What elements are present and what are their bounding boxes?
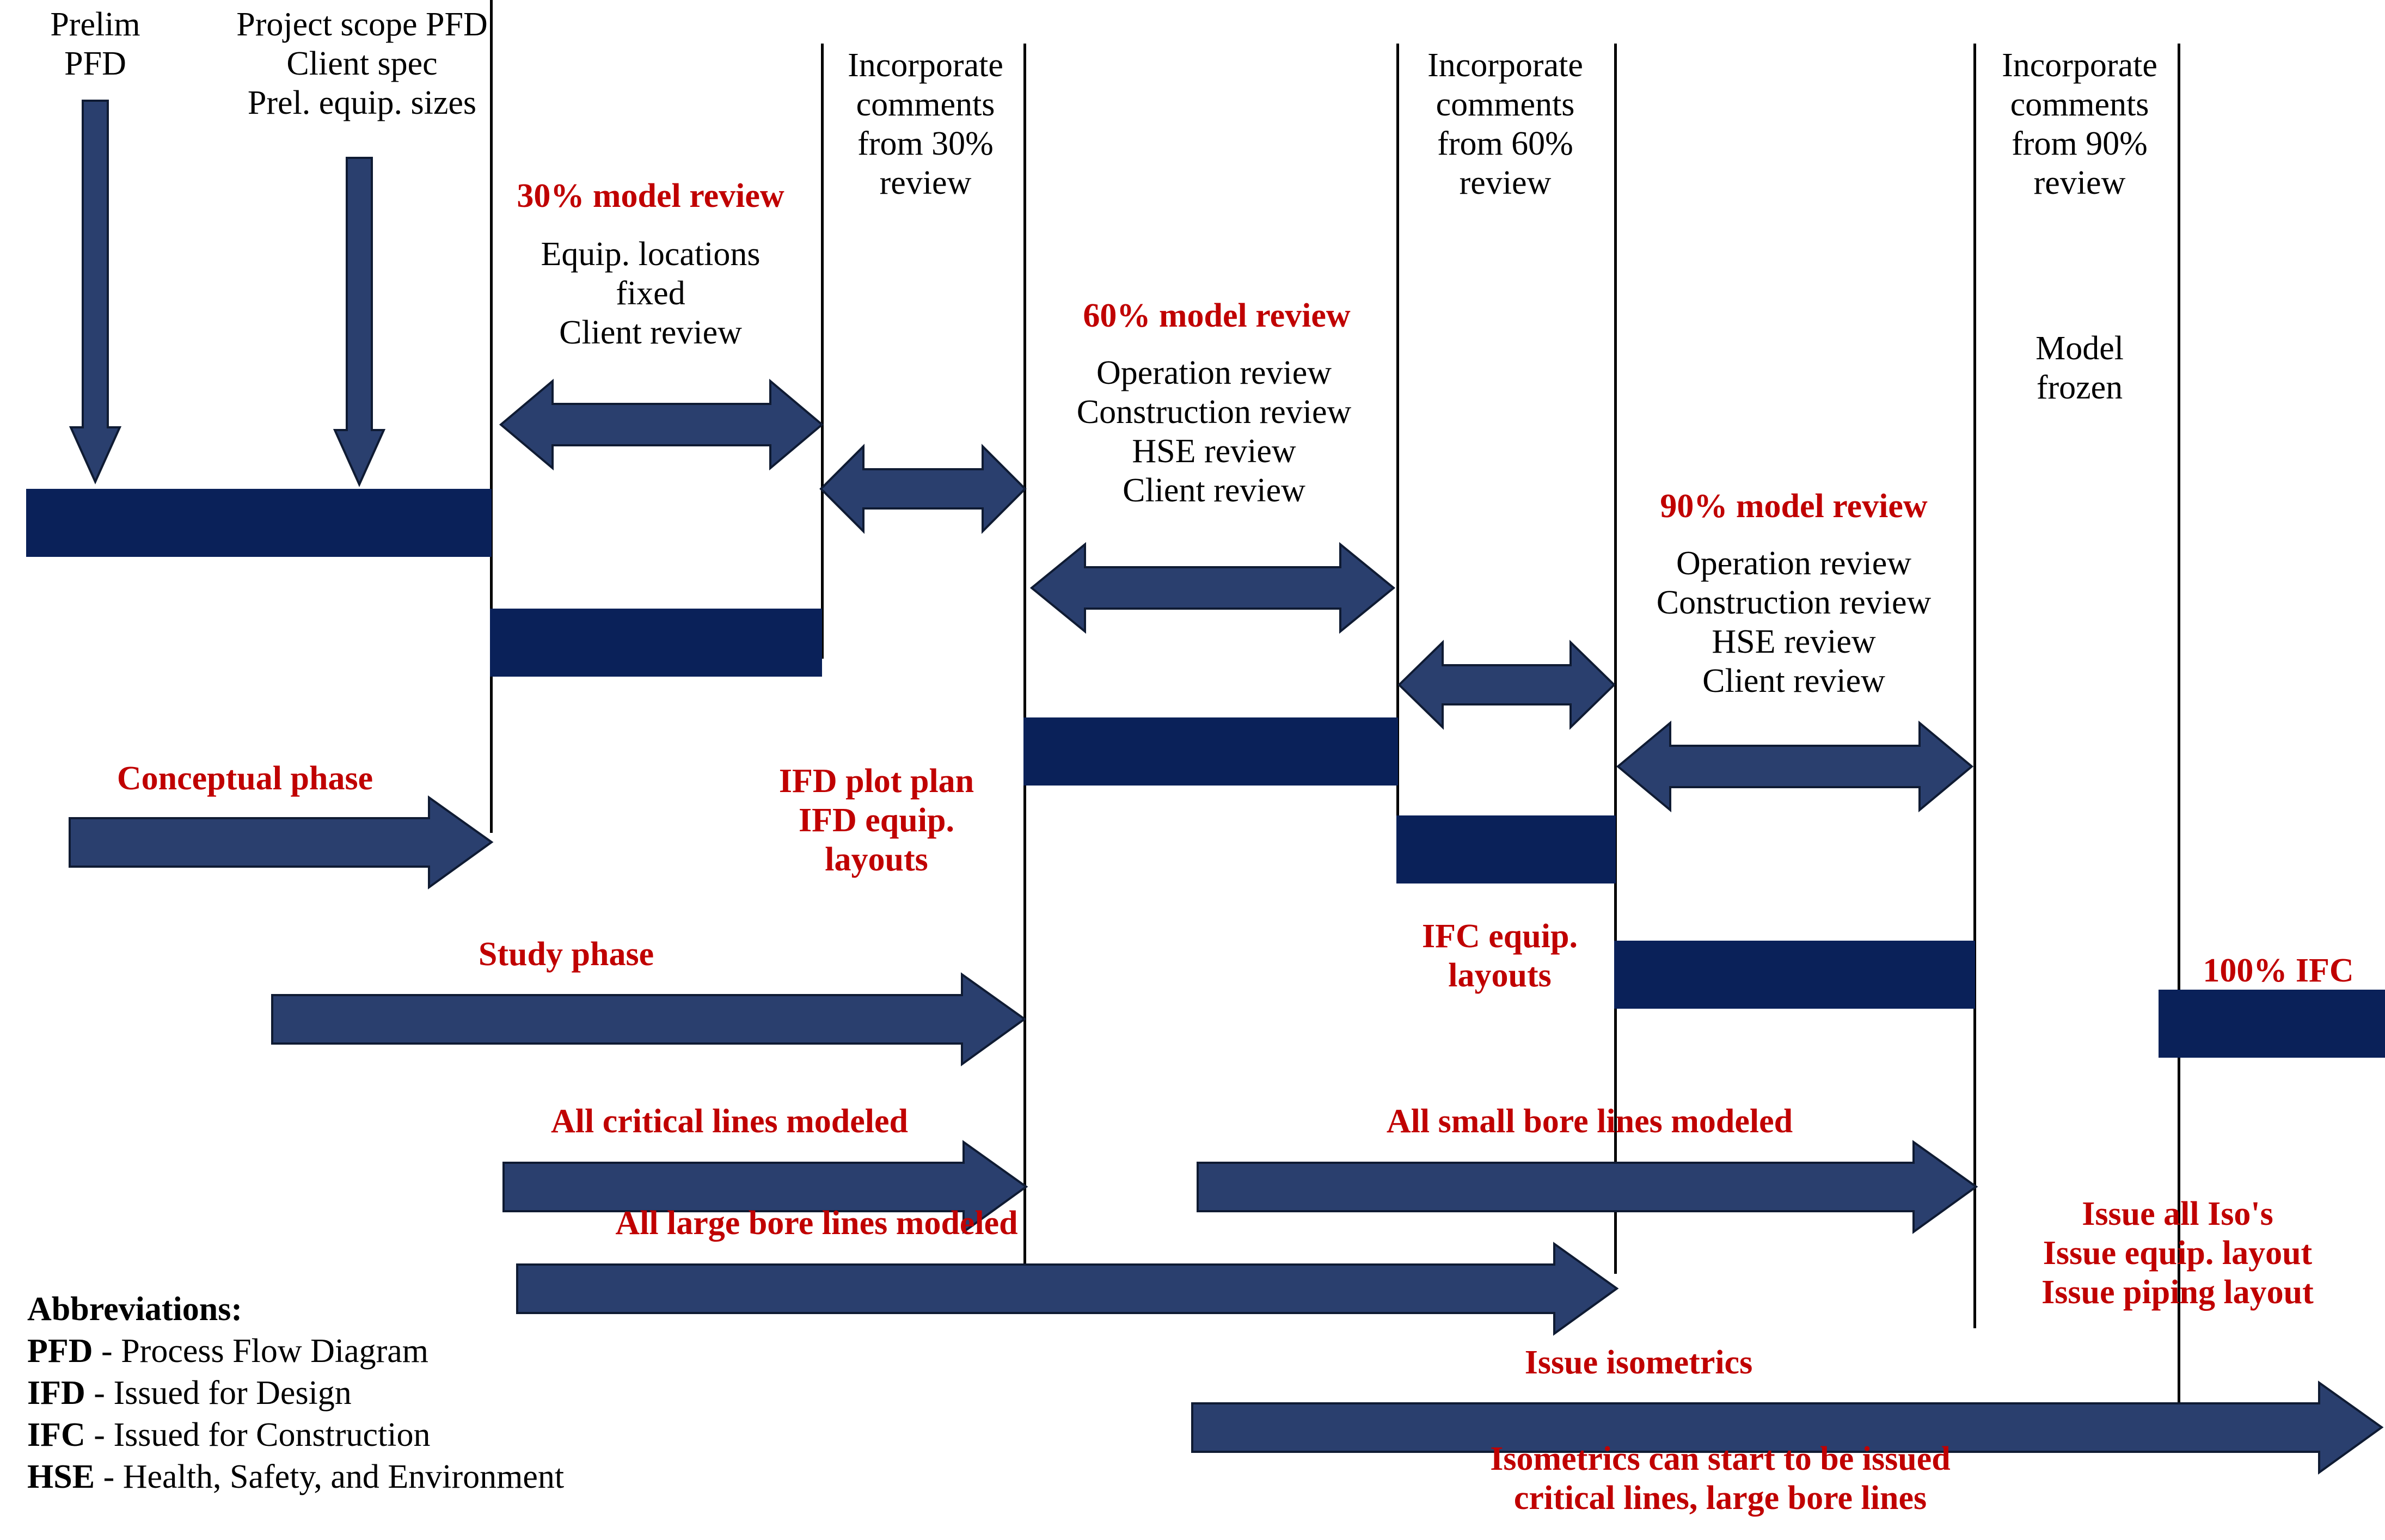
bar-conceptual-block xyxy=(26,489,492,557)
bar-90-block xyxy=(1396,815,1616,883)
label-model-frozen: Model frozen xyxy=(2035,330,2124,406)
milestone-line-90-right xyxy=(1973,44,1976,1328)
label-issue-block: Issue all Iso's Issue equip. layout Issu… xyxy=(2041,1195,2314,1311)
abbreviation-key: IFC xyxy=(27,1416,85,1453)
abbreviation-value: Issued for Construction xyxy=(113,1416,431,1453)
abbreviation-key: IFD xyxy=(27,1375,85,1412)
label-small-bore-lines: All small bore lines modeled xyxy=(1386,1103,1793,1140)
abbreviations-heading: Abbreviations: xyxy=(27,1290,789,1329)
milestone-line-30-right xyxy=(821,44,824,659)
arrow-project-scope-down xyxy=(333,157,386,487)
arrow-prelim-pfd-down xyxy=(69,100,122,484)
label-issue-isometrics: Issue isometrics xyxy=(1524,1344,1753,1381)
abbreviation-sep: - xyxy=(85,1416,114,1453)
abbreviation-item: IFC - Issued for Construction xyxy=(27,1416,789,1455)
milestone-line-30-left xyxy=(490,0,493,833)
milestone-line-incorp90-right xyxy=(2178,44,2180,1437)
label-conceptual-phase: Conceptual phase xyxy=(117,760,373,797)
abbreviation-key: HSE xyxy=(27,1458,95,1495)
arrow-critical-lines xyxy=(502,1140,1028,1234)
label-review-90-items: Operation review Construction review HSE… xyxy=(1656,545,1932,700)
label-review-90-title: 90% model review xyxy=(1660,488,1928,525)
label-isometrics-note: Isometrics can start to be issued critic… xyxy=(1490,1440,1951,1517)
abbreviation-value: Health, Safety, and Environment xyxy=(122,1458,565,1495)
label-ifd-deliverables: IFD plot plan IFD equip. layouts xyxy=(778,763,974,878)
label-review-30-items: Equip. locations fixed Client review xyxy=(541,236,761,351)
bar-ifc-equip-block xyxy=(1614,941,1975,1009)
label-project-scope: Project scope PFD Client spec Prel. equi… xyxy=(236,6,488,121)
label-review-30-title: 30% model review xyxy=(517,177,784,214)
label-critical-lines: All critical lines modeled xyxy=(550,1103,909,1140)
abbreviation-sep: - xyxy=(95,1458,123,1495)
label-prelim-pfd: Prelim PFD xyxy=(50,6,140,82)
abbreviation-value: Issued for Design xyxy=(113,1375,352,1412)
bar-100-ifc-block xyxy=(2159,990,2385,1058)
arrow-large-bore-lines xyxy=(516,1242,1619,1336)
arrow-small-bore-lines xyxy=(1197,1140,1978,1234)
label-incorporate-60: Incorporate comments from 60% review xyxy=(1427,47,1583,201)
label-large-bore-lines: All large bore lines modeled xyxy=(615,1205,1018,1242)
abbreviation-value: Process Flow Diagram xyxy=(121,1333,428,1370)
arrow-study-phase xyxy=(271,972,1027,1066)
arrow-issue-isometrics xyxy=(1191,1381,2384,1475)
label-100-ifc: 100% IFC xyxy=(2203,952,2354,989)
arrow-conceptual-phase xyxy=(69,795,494,889)
label-incorporate-30: Incorporate comments from 30% review xyxy=(848,47,1003,201)
milestone-line-60-right xyxy=(1396,44,1399,876)
bar-60-block xyxy=(1023,717,1398,786)
arrow-60-client-review-double xyxy=(1029,542,1396,634)
abbreviation-sep: - xyxy=(85,1375,114,1412)
milestone-line-60-left xyxy=(1023,44,1026,1285)
abbreviation-item: IFD - Issued for Design xyxy=(27,1374,789,1413)
label-review-60-items: Operation review Construction review HSE… xyxy=(1076,354,1352,509)
label-incorporate-90: Incorporate comments from 90% review xyxy=(2002,47,2157,201)
abbreviations-block: Abbreviations: PFD - Process Flow Diagra… xyxy=(27,1290,789,1496)
arrow-30-to-incorporate-double xyxy=(819,444,1027,534)
arrow-30-client-review-double xyxy=(499,378,824,471)
label-review-60-title: 60% model review xyxy=(1083,297,1351,334)
label-study-phase: Study phase xyxy=(478,936,654,973)
label-ifc-equip-layouts: IFC equip. layouts xyxy=(1422,918,1578,994)
milestone-line-incorp60-right xyxy=(1614,44,1617,1274)
arrow-90-client-review-double xyxy=(1616,720,1974,813)
arrow-60-to-incorporate-double xyxy=(1397,640,1616,730)
abbreviation-key: PFD xyxy=(27,1333,93,1370)
abbreviation-sep: - xyxy=(93,1333,121,1370)
abbreviation-item: PFD - Process Flow Diagram xyxy=(27,1332,789,1371)
abbreviation-item: HSE - Health, Safety, and Environment xyxy=(27,1458,789,1496)
abbreviations-heading-text: Abbreviations: xyxy=(27,1291,243,1328)
bar-30-block xyxy=(490,609,822,677)
